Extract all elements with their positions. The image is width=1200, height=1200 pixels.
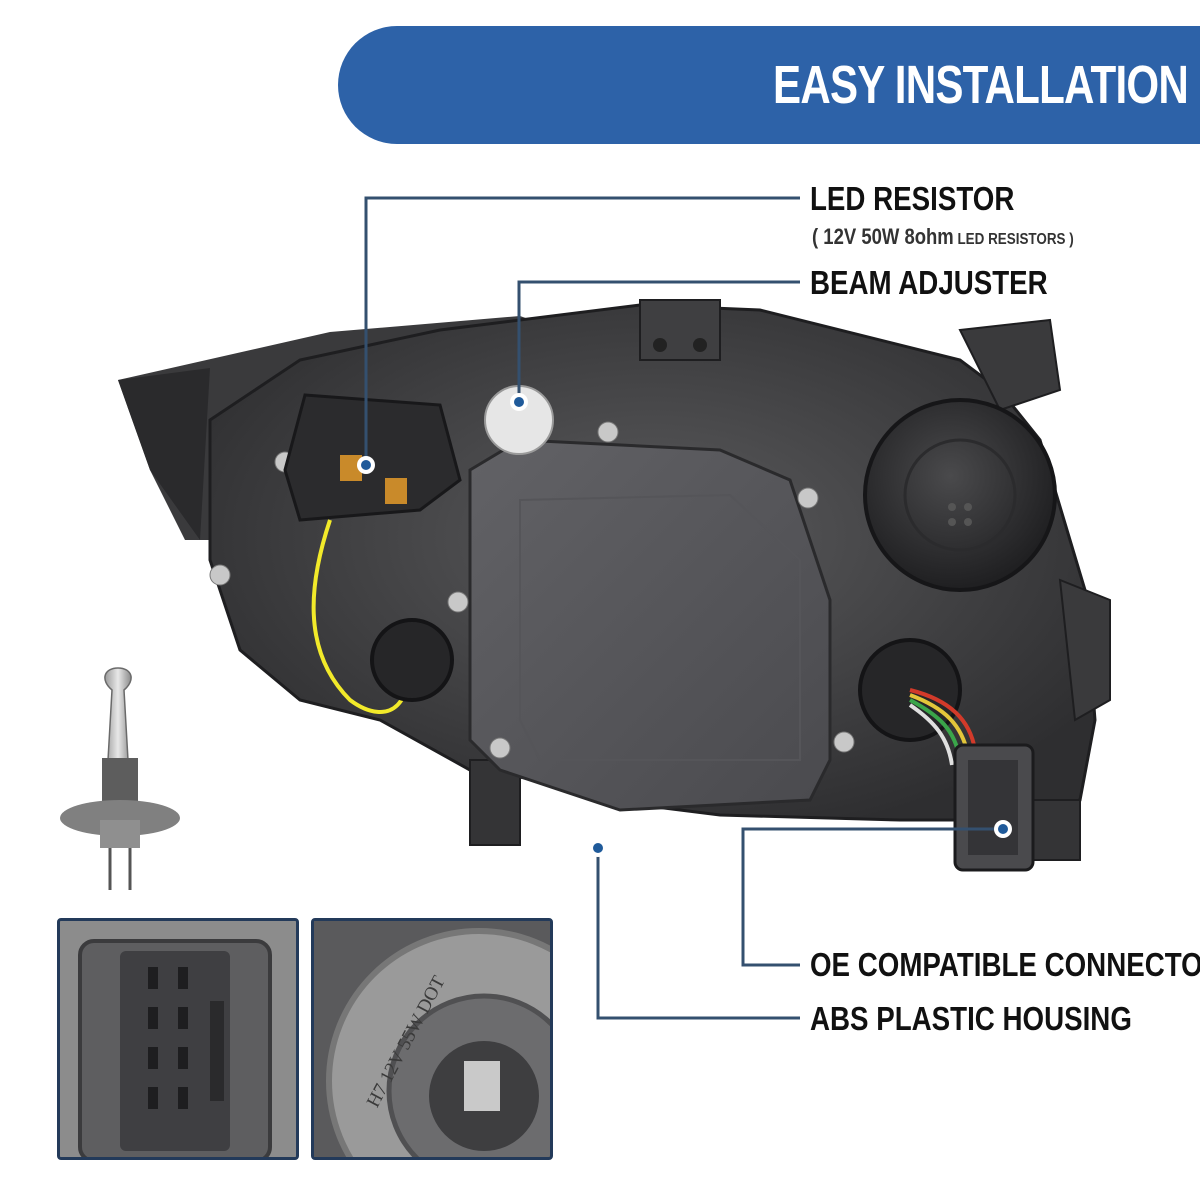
leader-oe-connector [741,827,1003,967]
label-led-resistor-spec: ( 12V 50W 8ohm LED RESISTORS ) [812,224,1074,250]
banner-title: EASY INSTALLATION [773,55,1189,115]
spec-main: 12V 50W 8ohm [823,224,954,249]
bulb-socket-grommet [370,618,454,702]
spec-small: LED RESISTORS ) [953,231,1074,248]
label-abs-housing: ABS PLASTIC HOUSING [810,1000,1132,1037]
top-mount-tab [639,299,721,361]
label-beam-adjuster: BEAM ADJUSTER [810,264,1048,301]
label-oe-connector: OE COMPATIBLE CONNECTOR [810,946,1200,983]
spec-open: ( [812,224,824,249]
dust-cap-large [863,398,1057,592]
dot-led-resistor [361,460,371,470]
led-resistor-module [283,393,462,522]
h7-bulb [60,667,180,890]
socket-closeup-graphic [314,921,550,1157]
mounting-bracket-right-lower [1058,578,1111,722]
dot-oe-connector [998,824,1008,834]
inset-connector-closeup [57,918,299,1160]
inset-socket-closeup: H7 12V 55W DOT [311,918,553,1160]
label-led-resistor: LED RESISTOR [810,180,1015,217]
access-cover [468,438,832,812]
leader-lines [364,196,1003,1020]
leader-beam-adjuster [517,280,800,402]
header-banner: EASY INSTALLATION [338,26,1200,144]
connector-closeup-graphic [60,921,296,1157]
leader-led-resistor [364,196,800,465]
dot-abs-housing [593,843,603,853]
dot-beam-adjuster [514,397,524,407]
mounting-bracket-right [958,318,1062,412]
leader-abs-housing [596,848,800,1020]
